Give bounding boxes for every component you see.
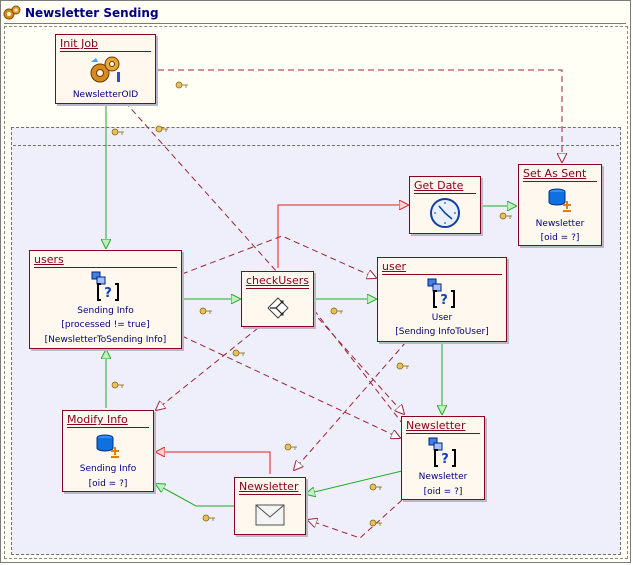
database-modify-icon [548, 188, 571, 212]
unit-set-as-sent[interactable]: Set As Sent Newsletter [oid = ?] [518, 164, 602, 246]
unit-line: User [431, 313, 453, 323]
svg-text:?: ? [441, 452, 449, 467]
unit-line: [oid = ?] [540, 233, 580, 243]
clock-icon [430, 198, 460, 228]
link-initjob-setassent[interactable] [158, 69, 562, 162]
unit-get-date[interactable]: Get Date [409, 176, 481, 234]
unit-title: user [382, 260, 406, 273]
unit-line: NewsletterOID [72, 90, 139, 100]
link-user-mail[interactable] [294, 341, 407, 470]
unit-check-users[interactable]: checkUsers [241, 271, 314, 327]
unit-newsletter-mail[interactable]: Newsletter [234, 477, 306, 535]
gears-icon [90, 56, 120, 83]
unit-title: Modify Info [67, 413, 128, 426]
ko-link-check-getdate[interactable] [277, 205, 408, 268]
unit-line: [oid = ?] [423, 487, 463, 497]
unit-title: users [34, 253, 64, 266]
link-users-newsletter[interactable] [181, 335, 400, 438]
unit-title: Newsletter [406, 419, 466, 432]
title-bar: Newsletter Sending [3, 3, 629, 23]
unit-line: [processed != true] [61, 320, 150, 330]
selector-icon: ? [427, 278, 455, 308]
transaction-area-divider [13, 145, 619, 146]
unit-line: Sending Info [77, 306, 134, 316]
title-divider [4, 23, 626, 24]
unit-init-job[interactable]: Init Job NewsletterOID [55, 34, 156, 104]
unit-user[interactable]: user ? User [Sending InfoToUser] [377, 257, 507, 342]
unit-line: Newsletter [535, 219, 585, 229]
svg-text:?: ? [104, 286, 112, 301]
unit-title: Init Job [60, 37, 99, 50]
envelope-icon [255, 504, 285, 526]
switch-icon [266, 297, 289, 319]
ok-link-mail-modify[interactable] [156, 484, 234, 507]
link-newsletter-mail[interactable] [308, 499, 403, 539]
ko-link-mail-modify[interactable] [156, 452, 271, 474]
selector-icon: ? [428, 437, 456, 467]
unit-modify-info[interactable]: Modify Info Sending Info [oid = ?] [62, 410, 154, 492]
parameter-key-icons [111, 81, 512, 527]
svg-text:?: ? [440, 293, 448, 308]
ok-link-newsletter-mail[interactable] [306, 470, 403, 494]
unit-title: Get Date [414, 179, 464, 192]
unit-title: Set As Sent [523, 167, 587, 180]
page-title: Newsletter Sending [25, 6, 159, 20]
unit-line: [NewsletterToSending Info] [44, 335, 167, 345]
unit-line: Newsletter [418, 472, 468, 482]
unit-title: checkUsers [246, 274, 310, 287]
unit-line: [Sending InfoToUser] [395, 327, 489, 337]
gears-icon [3, 5, 21, 20]
link-check-modify[interactable] [156, 327, 259, 410]
unit-line: Sending Info [79, 464, 137, 474]
unit-newsletter-selector[interactable]: Newsletter ? Newsletter [oid = ?] [401, 416, 485, 500]
selector-icon: ? [91, 271, 119, 301]
database-modify-icon [96, 434, 119, 458]
unit-users[interactable]: users ? Sending Info [processed != true]… [29, 250, 182, 349]
unit-title: Newsletter [239, 480, 299, 493]
link-users-user[interactable] [181, 235, 376, 278]
unit-line: [oid = ?] [88, 479, 128, 489]
